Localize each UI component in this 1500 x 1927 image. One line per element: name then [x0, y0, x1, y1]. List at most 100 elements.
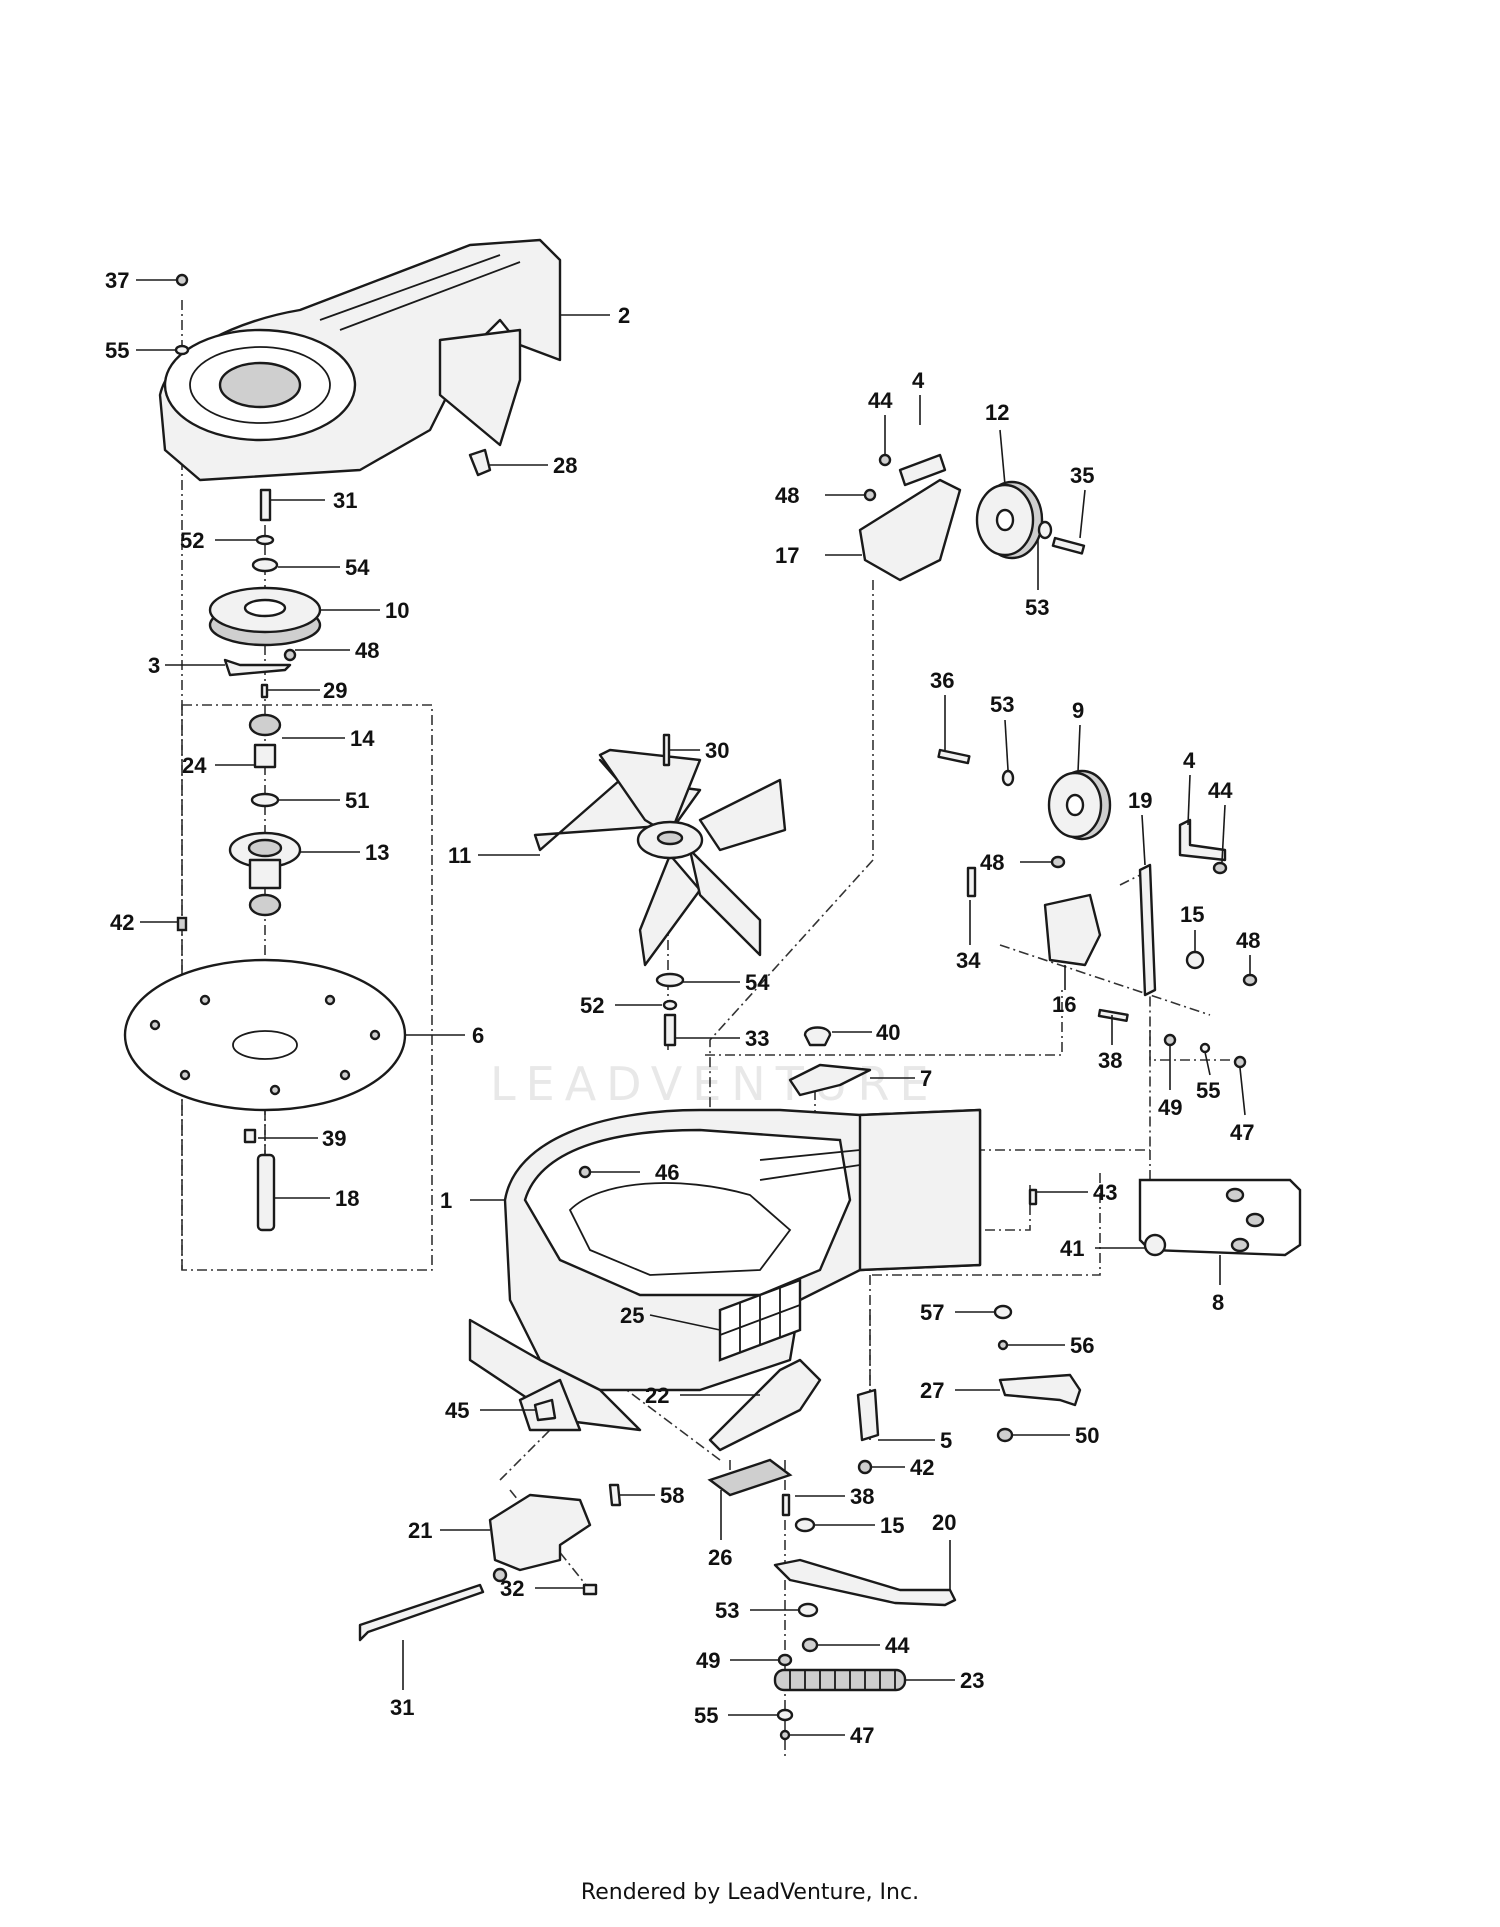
knob	[1143, 1233, 1167, 1257]
callout-25: 25	[620, 1303, 644, 1328]
washer	[174, 344, 190, 356]
shaft	[256, 1153, 276, 1232]
callout-55-bottom: 55	[694, 1703, 718, 1728]
callout-44-bottom: 44	[885, 1633, 910, 1658]
washer	[794, 1517, 816, 1533]
callout-47-bottom: 47	[850, 1723, 874, 1748]
callout-49-bottom: 49	[696, 1648, 720, 1673]
warning-decal	[718, 1278, 802, 1362]
nut	[578, 1165, 592, 1179]
belt-cover	[158, 238, 562, 482]
callout-15-mid: 15	[1180, 902, 1204, 927]
callout-4-mid: 4	[1183, 748, 1196, 773]
screw	[176, 916, 188, 932]
callout-45: 45	[445, 1398, 469, 1423]
callout-41: 41	[1060, 1236, 1084, 1261]
bolt	[259, 488, 272, 522]
callout-55-top: 55	[105, 338, 129, 363]
nut	[863, 488, 877, 502]
callout-53-mid: 53	[990, 692, 1014, 717]
callout-56: 56	[1070, 1333, 1094, 1358]
bolt	[966, 866, 977, 898]
pin	[662, 733, 671, 767]
mounting-bracket	[1138, 1178, 1302, 1257]
nut	[533, 1398, 557, 1422]
callout-57: 57	[920, 1300, 944, 1325]
callout-42-left: 42	[110, 910, 134, 935]
mounting-plate	[123, 958, 407, 1112]
callout-39: 39	[322, 1126, 346, 1151]
pin	[260, 683, 269, 699]
idler-pulley	[975, 480, 1044, 560]
callout-17: 17	[775, 543, 799, 568]
callout-26: 26	[708, 1545, 732, 1570]
callout-6: 6	[472, 1023, 484, 1048]
clip	[468, 448, 492, 477]
adjustment-lever	[773, 1558, 957, 1607]
callout-5: 5	[940, 1428, 952, 1453]
callout-2: 2	[618, 303, 630, 328]
bolt	[663, 1013, 677, 1047]
callout-29: 29	[323, 678, 347, 703]
impeller	[533, 748, 787, 967]
nut	[779, 1729, 791, 1741]
callout-48-mid: 48	[980, 850, 1004, 875]
bolt	[937, 748, 971, 765]
bearing	[248, 713, 282, 737]
callout-13: 13	[365, 840, 389, 865]
nut	[997, 1339, 1009, 1351]
callout-20: 20	[932, 1510, 956, 1535]
callout-18: 18	[335, 1186, 359, 1211]
callout-48-right: 48	[1236, 928, 1260, 953]
tension-spring	[773, 1668, 907, 1692]
nut	[1212, 861, 1228, 875]
knob	[803, 1026, 832, 1047]
washer	[1199, 1042, 1211, 1054]
washer	[776, 1708, 794, 1722]
callout-28: 28	[553, 453, 577, 478]
spacer	[253, 743, 277, 769]
washer	[797, 1602, 819, 1618]
callout-7: 7	[920, 1066, 932, 1091]
washer	[655, 972, 685, 988]
washer	[251, 557, 279, 573]
screw	[243, 1128, 257, 1144]
screw	[582, 1583, 598, 1596]
seal	[250, 792, 280, 808]
callout-49-mid: 49	[1158, 1095, 1182, 1120]
callout-31-top: 31	[333, 488, 357, 513]
washer	[1185, 950, 1205, 970]
idler-pulley	[1047, 769, 1112, 841]
nut	[996, 1427, 1014, 1443]
nut	[878, 453, 892, 467]
callout-54-mid: 54	[745, 970, 770, 995]
callout-30: 30	[705, 738, 729, 763]
nut	[801, 1637, 819, 1653]
callout-1: 1	[440, 1188, 452, 1213]
bolt	[1051, 536, 1086, 555]
nut	[777, 1653, 793, 1667]
callouts: 37 55 2 28 31 52 54 10 48 3 29 14 24 51 …	[105, 268, 1260, 1748]
callout-12: 12	[985, 400, 1009, 425]
lever-bracket	[488, 1493, 592, 1583]
bearing	[248, 893, 282, 917]
callout-8: 8	[1212, 1290, 1224, 1315]
washer	[993, 1304, 1013, 1320]
latch-block	[856, 1388, 880, 1442]
callout-40: 40	[876, 1020, 900, 1045]
idler-arm-link	[1138, 863, 1157, 997]
callout-38-bottom: 38	[850, 1484, 874, 1509]
callout-38-mid: 38	[1098, 1048, 1122, 1073]
deflector-bracket	[708, 1358, 822, 1452]
callout-15-bottom: 15	[880, 1513, 904, 1538]
washer	[255, 534, 275, 546]
nut	[1050, 855, 1066, 869]
idler-bracket	[1043, 893, 1102, 967]
callout-51: 51	[345, 788, 369, 813]
watermark-text: LEADVENTURE	[490, 1057, 939, 1111]
pulley	[208, 586, 322, 647]
washer	[1037, 520, 1053, 540]
callout-33: 33	[745, 1026, 769, 1051]
callout-58: 58	[660, 1483, 684, 1508]
